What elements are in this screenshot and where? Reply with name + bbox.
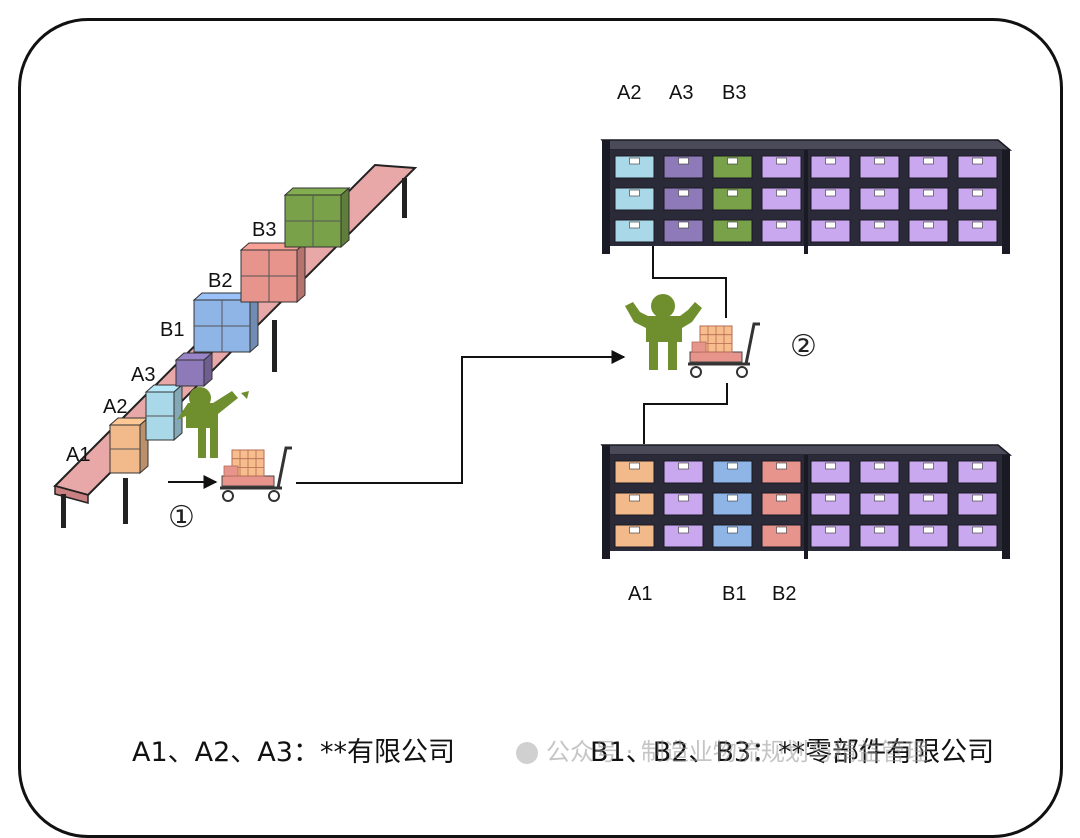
conveyor-label-b1: B1	[160, 319, 184, 341]
rack-lower	[600, 444, 1013, 559]
lower-rack-labels: A1 B1 B2	[628, 583, 796, 605]
conveyor-leg	[402, 178, 407, 218]
cart-icon	[688, 322, 760, 378]
box-b3	[283, 186, 351, 249]
wechat-logo-icon	[516, 742, 538, 764]
conveyor-labels: A1 A2 A3 B1 B2 B3	[66, 219, 276, 466]
legend: A1、A2、A3：**有限公司 B1、B2、B3：**零部件有限公司	[0, 730, 1080, 770]
conveyor-label-a3: A3	[131, 364, 155, 386]
lower-rack-label-a1: A1	[628, 583, 652, 605]
box-b2	[239, 241, 307, 304]
box-a2	[144, 383, 184, 442]
watermark: 公众号 · 制造业物流规划与精益管理	[516, 732, 929, 767]
watermark-text: 公众号 · 制造业物流规划与精益管理	[546, 738, 929, 766]
conveyor-leg	[61, 494, 66, 528]
flow-diagram: A1 A2 A3 B1 B2 B3 ① ② A2 A3 B3 A1 B1	[53, 82, 1013, 605]
lower-rack-label-b1: B1	[722, 583, 746, 605]
connector-lower	[643, 383, 728, 444]
step-2-marker: ②	[790, 329, 817, 364]
legend-group-a: A1、A2、A3：**有限公司	[132, 737, 455, 768]
conveyor-label-b2: B2	[208, 270, 232, 292]
conveyor-label-a2: A2	[103, 396, 127, 418]
picker-person-icon	[177, 387, 249, 458]
box-a3	[174, 351, 214, 388]
upper-rack-label-a2: A2	[617, 82, 641, 104]
upper-rack-label-b3: B3	[722, 82, 746, 104]
cart-icon	[220, 446, 292, 502]
upper-rack-labels: A2 A3 B3	[617, 82, 746, 104]
lower-rack-label-b2: B2	[772, 583, 796, 605]
conveyor-label-a1: A1	[66, 444, 90, 466]
conveyor-boxes	[108, 186, 351, 475]
conveyor-label-b3: B3	[252, 219, 276, 241]
rack-upper	[600, 139, 1013, 254]
conveyor-leg	[272, 320, 277, 372]
flow-line	[296, 350, 626, 484]
box-b1	[192, 291, 260, 354]
step-1-marker: ①	[168, 500, 195, 535]
legend-group-b: B1、B2、B3：**零部件有限公司	[590, 737, 995, 768]
conveyor-leg	[123, 478, 128, 524]
upper-rack-label-a3: A3	[669, 82, 693, 104]
picker-person-icon	[625, 294, 702, 370]
box-a1	[108, 416, 150, 475]
